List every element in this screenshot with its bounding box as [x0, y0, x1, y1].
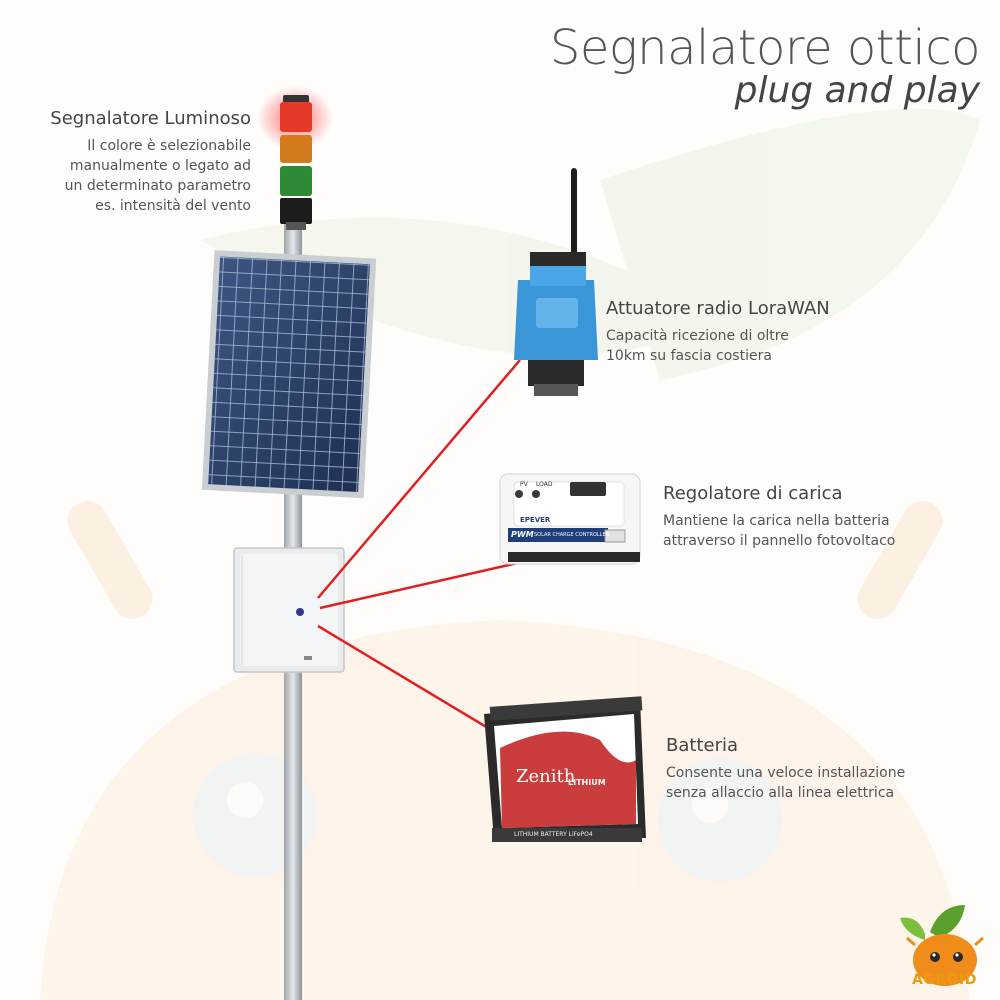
controller-load-label: LOAD	[536, 481, 553, 488]
radio-module-line: Capacità ricezione di oltre	[606, 328, 789, 344]
connector-line-radio	[317, 359, 521, 599]
charge-controller-description: Mantiene la carica nella batteria attrav…	[663, 511, 895, 551]
battery-description: Consente una veloce installazione senza …	[666, 763, 905, 803]
charge-controller-title: Regolatore di carica	[663, 483, 843, 504]
battery-type-label: LITHIUM	[568, 778, 606, 787]
battery-title: Batteria	[666, 735, 738, 756]
signal-light-title: Segnalatore Luminoso	[50, 108, 251, 129]
signal-light-tower	[257, 86, 333, 230]
signal-light-line: manualmente o legato ad	[69, 158, 251, 174]
battery-line: senza allaccio alla linea elettrica	[666, 785, 895, 801]
signal-light-line: es. intensità del vento	[95, 198, 251, 214]
page-subtitle: plug and play	[734, 70, 980, 111]
electrical-enclosure	[233, 547, 345, 673]
signal-light-line: Il colore è selezionabile	[87, 138, 251, 154]
solar-panel	[201, 250, 377, 499]
signal-light-line: un determinato parametro	[64, 178, 251, 194]
controller-pv-label: PV	[520, 481, 528, 488]
radio-module-line: 10km su fascia costiera	[606, 348, 772, 364]
battery-footer-label: LITHIUM BATTERY LiFePO4	[514, 831, 593, 838]
controller-model-label: PWM	[511, 530, 534, 539]
battery-line: Consente una veloce installazione	[666, 765, 906, 781]
controller-brand-label: EPEVER	[520, 516, 551, 524]
lithium-battery	[484, 696, 646, 842]
radio-module-title: Attuatore radio LoraWAN	[606, 298, 830, 319]
connector-lines	[317, 359, 523, 736]
agroid-logo	[900, 905, 984, 986]
connector-line-battery	[317, 624, 499, 736]
radio-module-description: Capacità ricezione di oltre 10km su fasc…	[606, 326, 789, 366]
logo-text: AGROID	[912, 972, 977, 988]
charge-controller-line: Mantiene la carica nella batteria	[663, 513, 890, 529]
charge-controller	[499, 473, 641, 565]
charge-controller-line: attraverso il pannello fotovoltaco	[663, 533, 896, 549]
page-title: Segnalatore ottico	[549, 20, 981, 76]
battery-brand-label: Zenith	[516, 766, 576, 787]
signal-light-description: Il colore è selezionabile manualmente o …	[10, 136, 251, 216]
controller-subtitle-label: SOLAR CHARGE CONTROLLER	[534, 532, 610, 538]
lorawan-radio-module	[514, 168, 598, 396]
connector-line-controller	[319, 560, 523, 610]
